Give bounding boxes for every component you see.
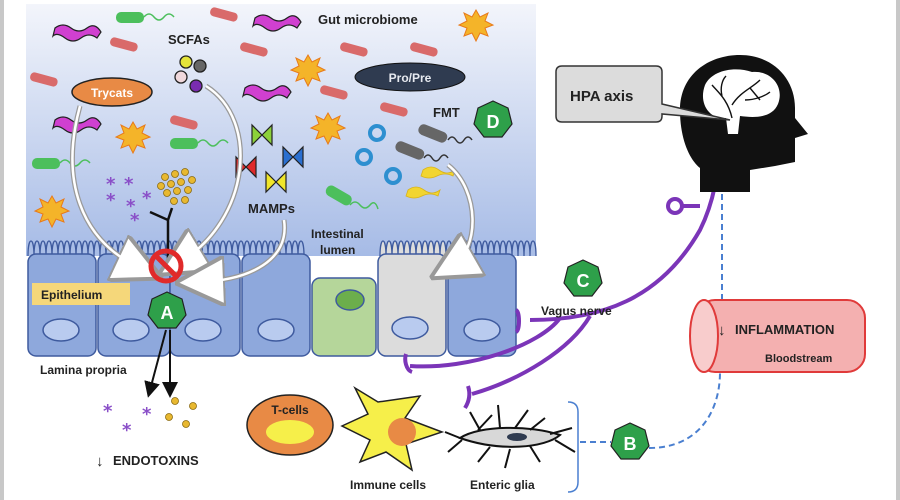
epithelial-layer xyxy=(27,253,517,357)
inflammation-decrease-arrow: ↓ xyxy=(718,322,726,339)
svg-text:*: * xyxy=(122,420,132,441)
enteric-glia-label: Enteric glia xyxy=(470,478,535,492)
svg-text:*: * xyxy=(103,401,113,422)
goblet-nucleus xyxy=(335,289,365,311)
block-sign-icon xyxy=(148,248,184,284)
intestinal-lumen-bg xyxy=(26,4,536,256)
scfas-label: SCFAs xyxy=(168,32,210,47)
hpa-axis-label: HPA axis xyxy=(570,88,633,105)
lumen-particles xyxy=(157,168,196,205)
bacteria-green xyxy=(32,12,379,210)
marker-c: C xyxy=(563,259,603,297)
fmt-bacteria xyxy=(395,124,473,162)
intestinal-lumen-label-2: lumen xyxy=(320,243,355,257)
scfa-molecules xyxy=(174,55,207,93)
svg-text:D: D xyxy=(487,112,500,132)
immune-cell-nucleus xyxy=(388,418,416,446)
bloodstream-label: Bloodstream xyxy=(765,353,832,365)
cell-nucleus xyxy=(112,318,150,342)
lamina-endotoxins: * * * xyxy=(103,401,152,441)
t-cell-nucleus xyxy=(266,420,314,444)
goblet-cell xyxy=(311,277,377,357)
marker-d: D xyxy=(473,100,513,138)
svg-text:A: A xyxy=(161,303,174,323)
svg-text:*: * xyxy=(106,174,116,195)
bacteria-rods xyxy=(30,7,438,130)
glia-nucleus xyxy=(507,433,527,441)
bacteria-yellow xyxy=(405,166,456,199)
right-border xyxy=(896,0,900,500)
endotoxins-label: ENDOTOXINS xyxy=(113,453,199,468)
endotoxins-decrease-arrow: ↓ xyxy=(96,453,104,470)
cell-nucleus xyxy=(391,316,429,340)
svg-text:B: B xyxy=(624,434,637,454)
cell-nucleus xyxy=(184,318,222,342)
trycats-label: Trycats xyxy=(91,86,133,100)
immune-cells-label: Immune cells xyxy=(350,478,426,492)
left-border xyxy=(0,0,4,500)
cells-bracket xyxy=(567,401,579,493)
head-brain-icon xyxy=(680,55,808,192)
cell-nucleus xyxy=(42,318,80,342)
t-cells-label: T-cells xyxy=(271,403,309,417)
fmt-label: FMT xyxy=(433,105,460,120)
svg-text:*: * xyxy=(106,190,116,211)
bloodstream-vessel xyxy=(689,299,866,373)
marker-a: A xyxy=(147,291,187,329)
cell-nucleus xyxy=(257,318,295,342)
svg-text:*: * xyxy=(142,404,152,425)
epithelium-label: Epithelium xyxy=(41,288,102,302)
marker-b: B xyxy=(610,422,650,460)
mamps-label: MAMPs xyxy=(248,201,295,216)
endotoxin-arrow xyxy=(144,329,167,398)
vagus-nerve-label: Vagus nerve xyxy=(541,304,612,318)
bacteria-starburst xyxy=(33,8,495,229)
prebiotic-rings xyxy=(355,124,402,185)
cell-nucleus xyxy=(463,318,501,342)
inflammation-label: INFLAMMATION xyxy=(735,322,834,337)
gut-microbiome-label: Gut microbiome xyxy=(318,12,418,27)
pro-pre-label: Pro/Pre xyxy=(389,71,432,85)
hpa-axis-callout xyxy=(555,65,731,123)
bacteria-spirillum xyxy=(51,14,302,134)
lamina-propria-label: Lamina propria xyxy=(40,363,127,377)
svg-text:*: * xyxy=(124,174,134,195)
trycats-ellipse xyxy=(71,77,153,107)
epithelium-label-bg xyxy=(32,283,130,305)
svg-text:*: * xyxy=(142,188,152,209)
svg-text:*: * xyxy=(126,196,136,217)
pro-pre-ellipse xyxy=(354,62,466,92)
lumen-endotoxins: ** *** * xyxy=(106,174,152,231)
intestinal-lumen-label-1: Intestinal xyxy=(311,227,364,241)
svg-text:*: * xyxy=(130,210,140,231)
enteroendocrine-cell xyxy=(377,253,447,357)
lamina-particles xyxy=(165,397,197,428)
svg-text:C: C xyxy=(577,271,590,291)
